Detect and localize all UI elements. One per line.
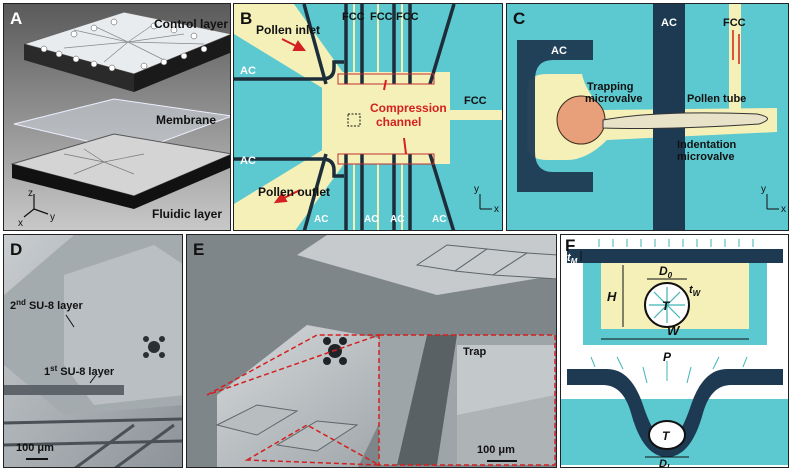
axis-y-c: y — [761, 184, 766, 195]
axis-x-b: x — [494, 204, 499, 215]
panel-d-letter: D — [10, 240, 22, 259]
ac-left-c: AC — [551, 45, 567, 57]
panel-e: E Trap 100 μm — [186, 234, 557, 468]
ac-bottom-1: AC — [314, 214, 328, 225]
axis-x-c: x — [781, 204, 786, 215]
pollen-tube-label: Pollen tube — [687, 93, 746, 105]
w-label: W — [667, 323, 681, 338]
fcc-top-2: FCC — [370, 11, 393, 23]
compression-label-1: Compression — [370, 101, 447, 115]
fcc-c: FCC — [723, 17, 746, 29]
axis-x-label: x — [18, 218, 23, 229]
trapping-label-1: Trapping — [587, 81, 633, 93]
pollen-inlet-label: Pollen inlet — [256, 23, 320, 37]
panel-a-letter: A — [10, 9, 22, 28]
ac-bottom-3: AC — [390, 214, 404, 225]
h-label: H — [607, 289, 617, 304]
axis-z-label: z — [28, 188, 33, 199]
panel-a: A Control layer Membrane Fluidic layer z… — [3, 3, 231, 231]
indentation-label-1: Indentation — [677, 139, 737, 151]
ac-center-c: AC — [661, 17, 677, 29]
panel-d: D 2nd SU-8 layer 1st SU-8 layer 100 μm — [3, 234, 183, 468]
indentation-label-2: microvalve — [677, 151, 734, 163]
layer1-label: 1st SU-8 layer — [44, 364, 115, 378]
t-top-label: T — [662, 299, 671, 313]
fluidic-layer-label: Fluidic layer — [152, 207, 222, 221]
control-layer-label: Control layer — [154, 17, 228, 31]
panel-f-letter: F — [565, 236, 575, 255]
ac-left-top: AC — [240, 65, 256, 77]
di-label: DI — [659, 458, 670, 468]
ac-bottom-2: AC — [364, 214, 378, 225]
panel-b: B Pollen inlet Pollen outlet FCC FCC FCC… — [233, 3, 503, 231]
fcc-top-3: FCC — [396, 11, 419, 23]
scale-e: 100 μm — [477, 444, 515, 456]
t-bottom-label: T — [662, 429, 671, 443]
panel-e-letter: E — [193, 240, 204, 259]
d0-label: D0 — [659, 264, 673, 280]
t-w-label: tW — [689, 284, 702, 298]
p-label: P — [663, 350, 672, 364]
panel-c-letter: C — [513, 9, 525, 28]
panel-c: C AC AC FCC Trapping microvalve Pollen t… — [506, 3, 789, 231]
trapping-label-2: microvalve — [585, 93, 642, 105]
panel-b-letter: B — [240, 9, 252, 28]
ac-bottom-4: AC — [432, 214, 446, 225]
ac-left-bottom: AC — [240, 155, 256, 167]
layer2-label: 2nd SU-8 layer — [10, 298, 83, 312]
axis-y-label: y — [50, 212, 55, 223]
compression-label-2: channel — [376, 115, 421, 129]
fcc-right: FCC — [464, 95, 487, 107]
axis-y-b: y — [474, 184, 479, 195]
panel-f: F tM H D0 tW T W P T DI — [560, 234, 789, 468]
scale-d: 100 μm — [16, 442, 54, 454]
pollen-outlet-label: Pollen outlet — [258, 185, 330, 199]
fcc-top-1: FCC — [342, 11, 365, 23]
membrane-label: Membrane — [156, 113, 216, 127]
trap-label: Trap — [463, 346, 487, 358]
t-m-label: tM — [567, 252, 578, 266]
